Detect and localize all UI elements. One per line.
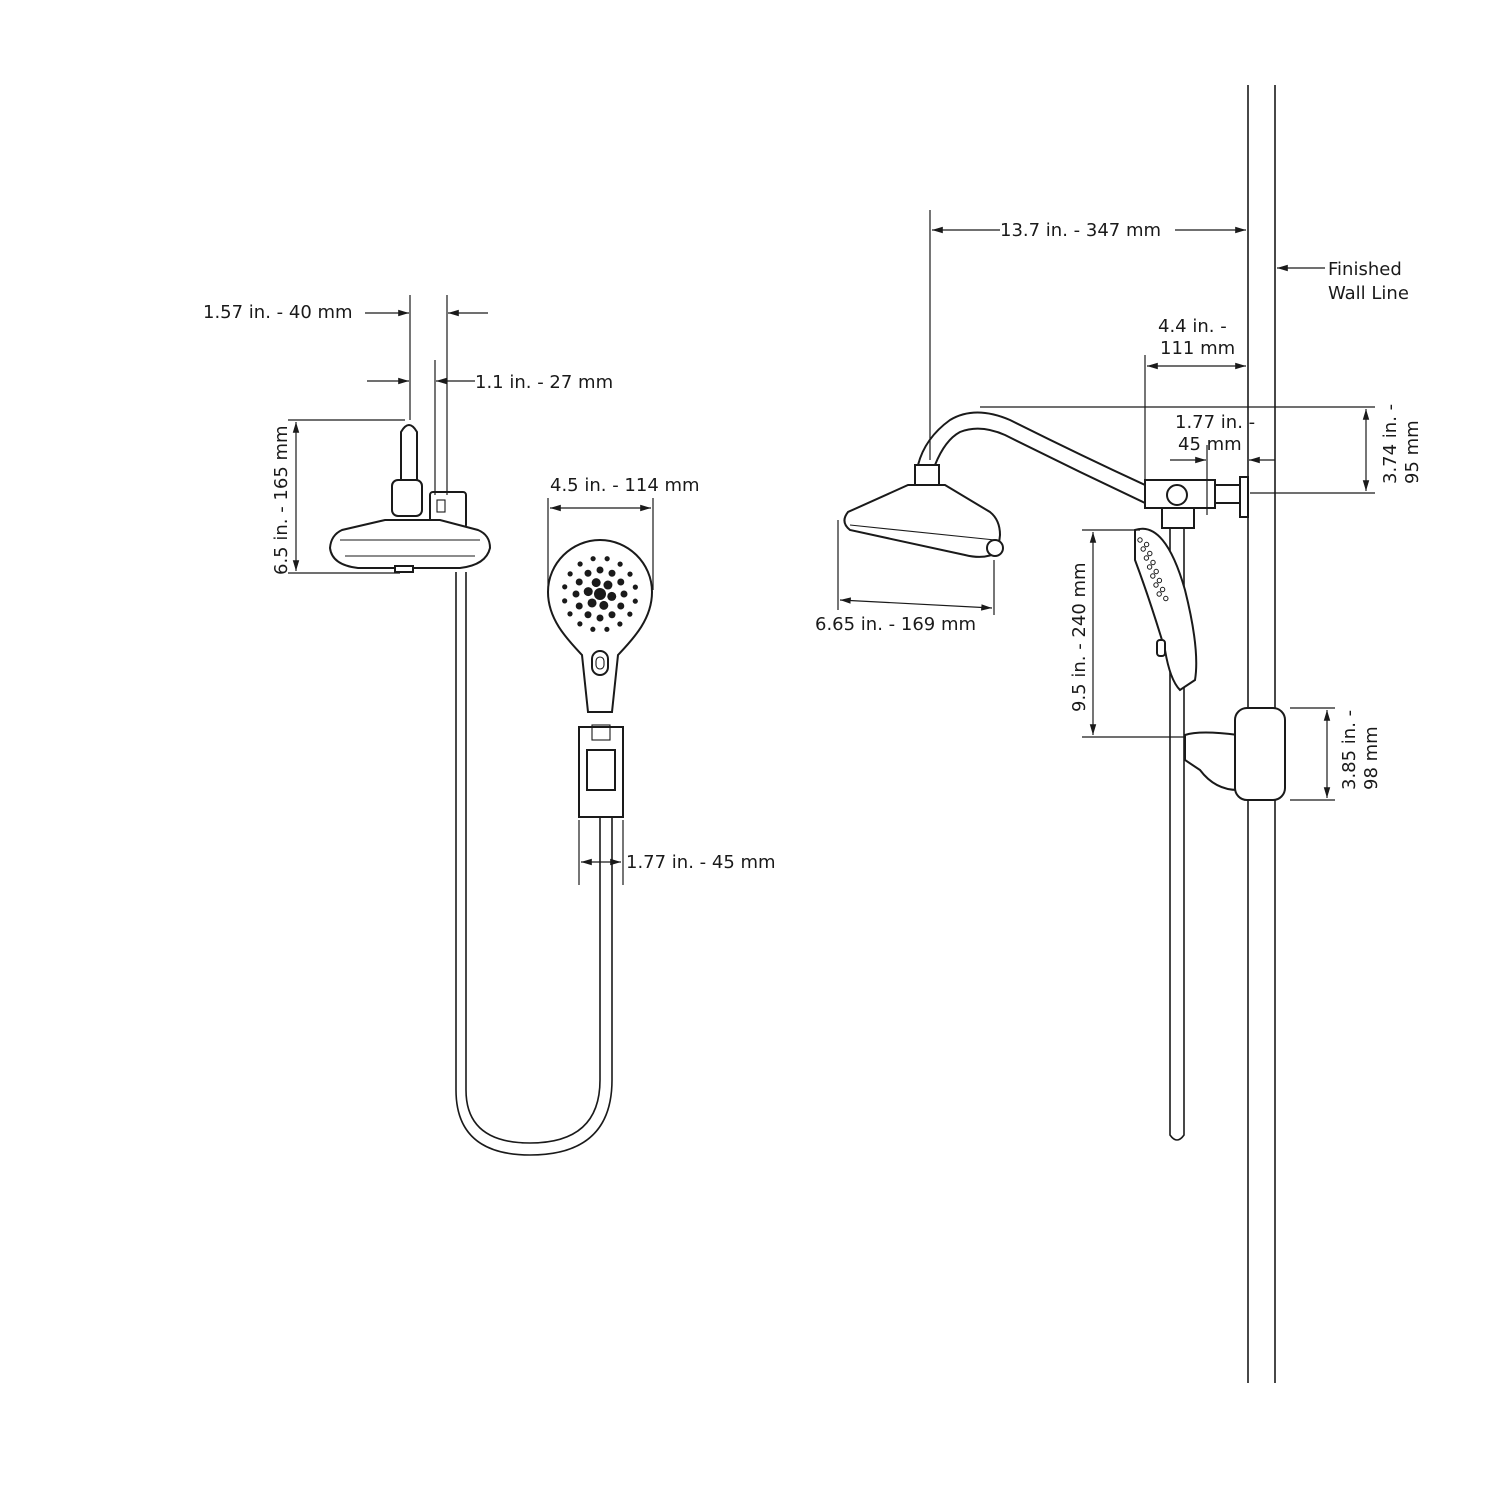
shower-arm: [400, 424, 418, 491]
nozzle-dot: [577, 621, 583, 627]
holder-side: [1184, 731, 1239, 792]
wall-flange: [1239, 476, 1249, 518]
dim-arm-rise-2: 95 mm: [1402, 420, 1423, 484]
nozzle-dot: [1150, 559, 1156, 566]
dim-head-diameter: 6.65 in. - 169 mm: [815, 614, 976, 635]
nozzle-dot: [596, 614, 604, 622]
handheld-side: [1134, 527, 1198, 692]
nozzle-dot: [604, 626, 610, 632]
nozzle-dot: [617, 621, 623, 627]
nozzle-dot: [632, 598, 638, 604]
nozzle-dot: [1143, 555, 1150, 561]
hose-inner: [465, 572, 601, 1144]
side-view: 13.7 in. - 347 mm Finished Wall Line 4.4…: [815, 85, 1423, 1383]
spray-nozzles-side: [1137, 537, 1169, 602]
hose: [455, 572, 613, 1156]
holder-mount: [1234, 707, 1286, 801]
nozzle-dot: [608, 569, 616, 577]
shower-head: [328, 519, 492, 569]
nozzle-dot: [562, 598, 568, 604]
nozzle-dot: [1156, 577, 1163, 584]
dim-arm-width: 1.57 in. - 40 mm: [203, 302, 353, 323]
dim-arm-rise-1: 3.74 in. -: [1380, 404, 1401, 484]
nozzle-dot: [1140, 546, 1146, 552]
nozzle-dot: [587, 598, 597, 608]
nozzle-dot: [1150, 573, 1156, 579]
hose-connector: [1161, 507, 1195, 529]
nozzle-dot: [584, 611, 592, 619]
dim-holder-height-1: 3.85 in. -: [1339, 710, 1360, 790]
dim-arm-offset: 1.1 in. - 27 mm: [475, 372, 613, 393]
nozzle-dot: [1153, 568, 1159, 575]
nozzle-dot: [608, 611, 616, 619]
front-view: 1.57 in. - 40 mm 1.1 in. - 27 mm 6.5 in.…: [203, 295, 776, 1156]
nozzle-dot: [1143, 541, 1150, 548]
head-nozzle: [394, 565, 414, 573]
nozzle-dot: [617, 561, 623, 567]
nozzle-dot: [562, 584, 568, 590]
dim-holder-height-2: 98 mm: [1361, 726, 1382, 790]
head-side-knob: [986, 539, 1004, 557]
diverter-knob: [436, 499, 446, 513]
nozzle-dot: [632, 584, 638, 590]
nozzle-dot: [590, 626, 596, 632]
wall-label-line2: Wall Line: [1328, 283, 1409, 304]
dim-handheld-length: 9.5 in. - 240 mm: [1069, 562, 1090, 712]
holder-cradle: [586, 749, 616, 791]
nozzle-dot: [1153, 582, 1159, 588]
dim-holder-width: 1.77 in. - 45 mm: [626, 852, 776, 873]
nozzle-dot: [590, 556, 596, 562]
diverter-body: [391, 479, 423, 517]
nozzle-dot: [1156, 591, 1162, 597]
ball-joint: [914, 464, 940, 486]
nozzle-dot: [627, 571, 633, 577]
nozzle-dot: [1163, 595, 1169, 602]
head-side-band: [849, 524, 996, 541]
nozzle-dot: [567, 571, 573, 577]
dim-head-height: 6.5 in. - 165 mm: [271, 425, 292, 575]
nozzle-dot: [572, 590, 580, 598]
nozzle-dot: [604, 556, 610, 562]
nozzle-dot: [594, 588, 606, 600]
nozzle-dot: [567, 611, 573, 617]
nozzle-dot: [607, 591, 617, 601]
nozzle-dot: [1137, 537, 1143, 543]
dim-flange-depth-2: 45 mm: [1178, 434, 1242, 455]
dim-arm-reach: 13.7 in. - 347 mm: [1000, 220, 1161, 241]
nozzle-dot: [577, 561, 583, 567]
nozzle-dot: [627, 611, 633, 617]
dim-diverter-reach-2: 111 mm: [1160, 338, 1235, 359]
nozzle-dot: [617, 602, 625, 610]
nozzle-dot: [617, 578, 625, 586]
hose-side: [1169, 528, 1185, 1141]
nozzle-dot: [620, 590, 628, 598]
dim-flange-depth-1: 1.77 in. -: [1175, 412, 1255, 433]
nozzle-dot: [583, 587, 593, 597]
nozzle-dot: [1146, 564, 1153, 570]
nozzle-dot: [1147, 550, 1153, 557]
mode-button: [591, 650, 609, 676]
dim-handheld-width: 4.5 in. - 114 mm: [550, 475, 700, 496]
holder-clip: [591, 724, 611, 741]
dim-diverter-reach-1: 4.4 in. -: [1158, 316, 1227, 337]
nozzle-dot: [603, 580, 613, 590]
nozzle-dot: [584, 569, 592, 577]
shower-head-side: [843, 484, 1002, 558]
nozzle-dot: [596, 566, 604, 574]
mode-button-side: [1156, 639, 1166, 657]
handheld-shower: [546, 538, 654, 713]
nozzle-dot: [591, 578, 601, 588]
nozzle-dot: [575, 578, 583, 586]
nozzle-dot: [575, 602, 583, 610]
wall-label-line1: Finished: [1328, 259, 1402, 280]
mode-button-inner: [595, 656, 605, 670]
spray-nozzles: [562, 556, 638, 632]
nozzle-dot: [1159, 586, 1166, 593]
nozzle-dot: [599, 600, 609, 610]
diverter-knob: [1166, 484, 1188, 506]
